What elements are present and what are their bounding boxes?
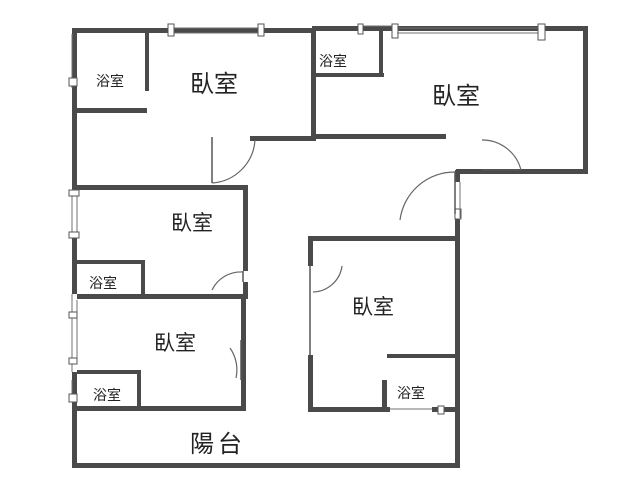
window-bath5-bottom xyxy=(437,405,445,415)
window-left-bath1 xyxy=(68,77,78,87)
wall-bottom xyxy=(72,463,460,468)
label-bedroom-top-left: 臥室 xyxy=(190,70,238,98)
wall-bedroom4-bottom xyxy=(77,406,246,411)
wall-bath4-top xyxy=(77,370,141,374)
wall-top-left xyxy=(72,28,316,33)
wall-bath5-side xyxy=(382,380,387,412)
wall-bedroom5-top xyxy=(308,236,460,241)
wall-bedroom4-right xyxy=(241,296,246,411)
window-top-left xyxy=(167,23,175,37)
label-bath-top-mid: 浴室 xyxy=(319,53,347,70)
label-bedroom-middle-left: 臥室 xyxy=(171,211,213,235)
wall-bath5-bottom xyxy=(432,407,460,412)
window-bath-top-end xyxy=(391,23,399,39)
window-top-left-end xyxy=(257,23,265,37)
wall-right-outer xyxy=(583,26,588,174)
wall-bath2-bottom xyxy=(316,73,384,77)
wall-bath3-top xyxy=(77,260,145,264)
wall-right-lower xyxy=(455,218,460,468)
wall-bath4-side xyxy=(137,370,141,410)
wall-bedroom1-bottom xyxy=(250,136,316,141)
wall-top-right-bottom xyxy=(456,169,588,174)
wall-bath3-side xyxy=(141,260,145,296)
label-bath-lower-right: 浴室 xyxy=(397,385,425,402)
label-bath-top-left: 浴室 xyxy=(96,73,124,90)
windows xyxy=(68,23,546,415)
wall-bedroom3-bottom xyxy=(77,294,248,299)
wall-left-lower xyxy=(72,372,77,468)
wall-left-top xyxy=(72,28,77,190)
doors xyxy=(211,137,522,380)
window-bath-top xyxy=(357,23,364,35)
window-left-bath4 xyxy=(68,393,78,403)
wall-bedroom5-left-top xyxy=(308,236,313,266)
window-left-bedroom4-end xyxy=(68,357,78,365)
wall-bath5-top xyxy=(387,354,460,358)
window-top-right-end xyxy=(537,23,546,41)
wall-divider-vertical xyxy=(311,28,316,141)
room-labels: 浴室 臥室 浴室 臥室 臥室 浴室 臥室 浴室 臥室 浴室 陽台 xyxy=(89,53,480,458)
label-bedroom-lower-left: 臥室 xyxy=(154,331,196,355)
wall-bath1-side xyxy=(145,33,149,91)
wall-bath2-side xyxy=(379,30,383,77)
wall-corridor-top xyxy=(316,134,446,139)
wall-bedroom3-right-lower xyxy=(243,282,248,299)
label-bath-middle-left: 浴室 xyxy=(89,275,117,292)
walls xyxy=(72,26,588,468)
label-bedroom-top-right: 臥室 xyxy=(432,82,480,110)
label-balcony: 陽台 xyxy=(190,430,246,458)
wall-left-middle xyxy=(72,232,77,294)
label-bath-lower-left: 浴室 xyxy=(93,387,121,404)
wall-bath1-bottom xyxy=(77,108,147,113)
window-left-bedroom3 xyxy=(68,189,80,197)
label-bedroom-lower-right: 臥室 xyxy=(352,295,394,319)
window-left-bedroom4 xyxy=(68,311,78,319)
window-left-bedroom3-end xyxy=(68,231,80,239)
wall-bedroom3-top xyxy=(77,185,248,190)
wall-corridor-right xyxy=(455,170,460,182)
wall-bedroom5-left-bottom xyxy=(308,355,313,412)
wall-bedroom5-bottom xyxy=(308,407,390,412)
wall-bedroom3-right xyxy=(243,185,248,271)
